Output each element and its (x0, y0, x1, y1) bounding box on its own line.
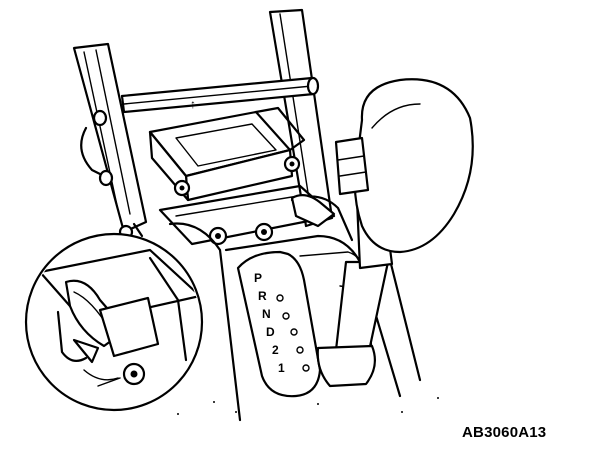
figure-code-label: AB3060A13 (462, 424, 547, 441)
gear-label-d: D (266, 325, 275, 339)
shift-lever (290, 78, 474, 388)
gear-indicator: P R N D 2 1 (254, 271, 310, 375)
shifter-housing (168, 195, 422, 422)
control-unit (148, 106, 306, 202)
right-bracket (268, 8, 334, 228)
gear-label-r: R (258, 289, 267, 303)
left-bracket (72, 42, 148, 240)
mounting-plate (158, 184, 336, 246)
direction-arrow: ↑ (190, 97, 196, 111)
gear-label-1: 1 (278, 361, 285, 375)
gear-label-2: 2 (272, 343, 279, 357)
gear-label-p: P (254, 271, 262, 285)
detail-inset (24, 222, 204, 412)
cross-rod: ↑ (120, 76, 320, 114)
gear-label-n: N (262, 307, 271, 321)
stipple-specks (177, 397, 439, 415)
